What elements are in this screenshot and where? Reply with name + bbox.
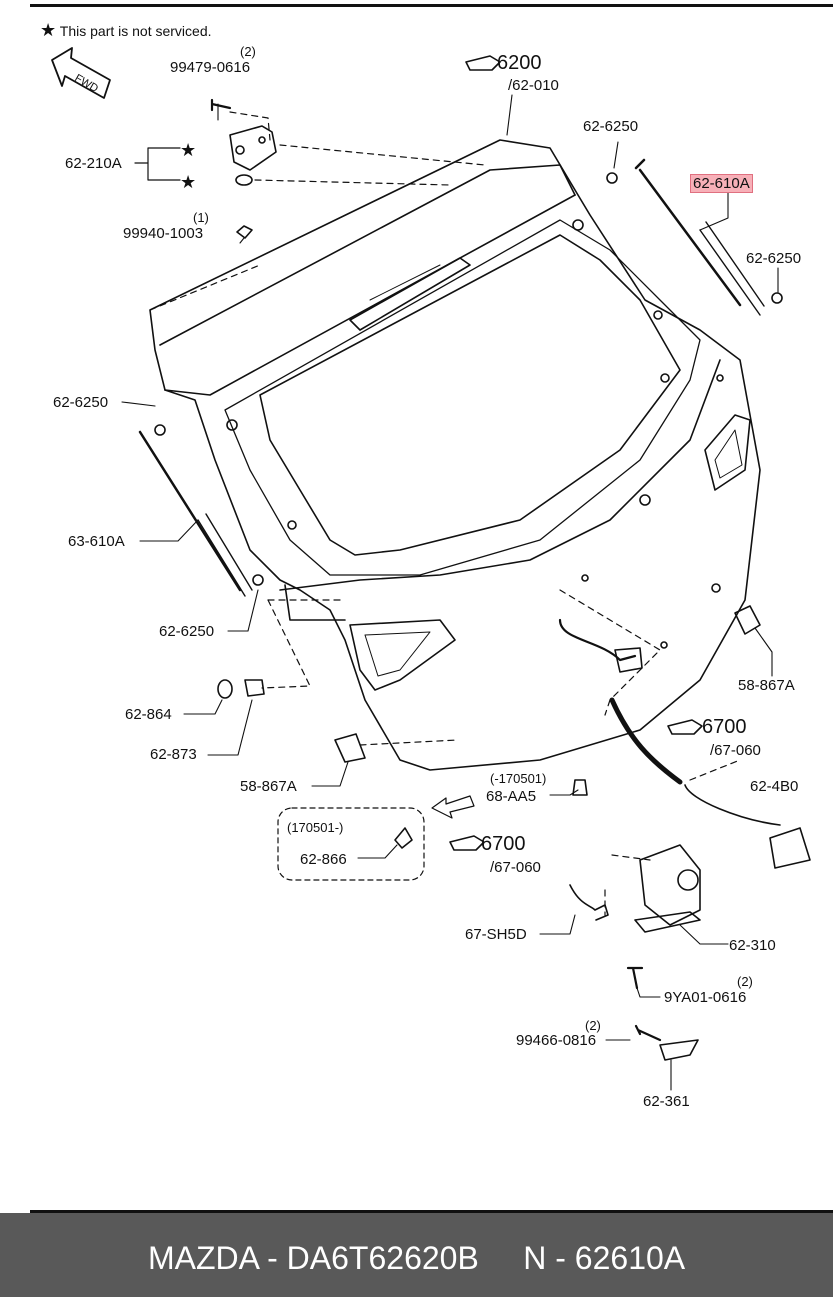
label-62-4b0: 62-4B0 <box>750 778 799 795</box>
label-62-010: /62-010 <box>508 77 559 94</box>
label-67-060: /67-060 <box>710 742 761 759</box>
label-qty: (2) <box>240 44 256 59</box>
star-icon: ★ <box>180 172 196 193</box>
label-62-310: 62-310 <box>729 937 776 954</box>
label-62-6250: 62-6250 <box>159 623 215 640</box>
label-qty: (2) <box>737 974 753 989</box>
fwd-label: FWD <box>73 72 101 95</box>
service-note: ★ This part is not serviced. <box>40 20 212 41</box>
label-62-6250: 62-6250 <box>583 118 639 135</box>
latch-assembly <box>569 844 701 933</box>
label-62-361: 62-361 <box>643 1093 690 1110</box>
footer-part-number: MAZDA - DA6T62620B N - 62610A <box>148 1240 686 1276</box>
label-67-sh5d: 67-SH5D <box>465 926 527 943</box>
label-62-210a: 62-210A <box>65 155 122 172</box>
label-date-range: (-170501) <box>490 771 547 786</box>
wiring-harness <box>558 618 811 869</box>
footer-bar <box>0 1213 833 1297</box>
star-icon: ★ <box>180 140 196 161</box>
service-note-text: This part is not serviced. <box>59 23 212 39</box>
label-6700: 6700 <box>481 833 526 855</box>
label-58-867a: 58-867A <box>738 677 795 694</box>
label-62-6250: 62-6250 <box>53 394 109 411</box>
top-border <box>30 4 833 7</box>
label-99940-1003: 99940-1003 <box>123 225 204 242</box>
label-63-610a: 63-610A <box>68 533 125 550</box>
forward-arrow-icon: FWD <box>51 47 111 99</box>
label-58-867a: 58-867A <box>240 778 297 795</box>
label-67-060: /67-060 <box>490 859 541 876</box>
footer-border <box>30 1210 833 1213</box>
label-6200: 6200 <box>497 52 542 74</box>
tailgate-panel <box>149 139 761 771</box>
label-68-aa5: 68-AA5 <box>486 788 537 805</box>
label-99466-0816: 99466-0816 <box>516 1032 597 1049</box>
tailgate-exploded-diagram: FWD <box>51 47 811 1091</box>
pointer-hand-icon <box>449 55 703 851</box>
label-qty: (1) <box>193 210 209 225</box>
dashed-leaders <box>149 111 741 916</box>
label-62-610a-highlighted: 62-610A <box>690 174 753 193</box>
label-99479-0616: 99479-0616 <box>170 59 251 76</box>
gas-strut-left <box>138 424 264 597</box>
gas-strut-right <box>606 158 783 316</box>
label-62-866: 62-866 <box>300 851 347 868</box>
label-date-range: (170501-) <box>287 820 344 835</box>
label-qty: (2) <box>585 1018 601 1033</box>
label-62-6250: 62-6250 <box>746 250 802 267</box>
star-icon: ★ <box>40 20 57 40</box>
label-62-864: 62-864 <box>125 706 172 723</box>
label-62-873: 62-873 <box>150 746 197 763</box>
label-6700: 6700 <box>702 716 747 738</box>
label-9ya01-0616: 9YA01-0616 <box>664 989 747 1006</box>
hinge-part <box>210 98 277 239</box>
